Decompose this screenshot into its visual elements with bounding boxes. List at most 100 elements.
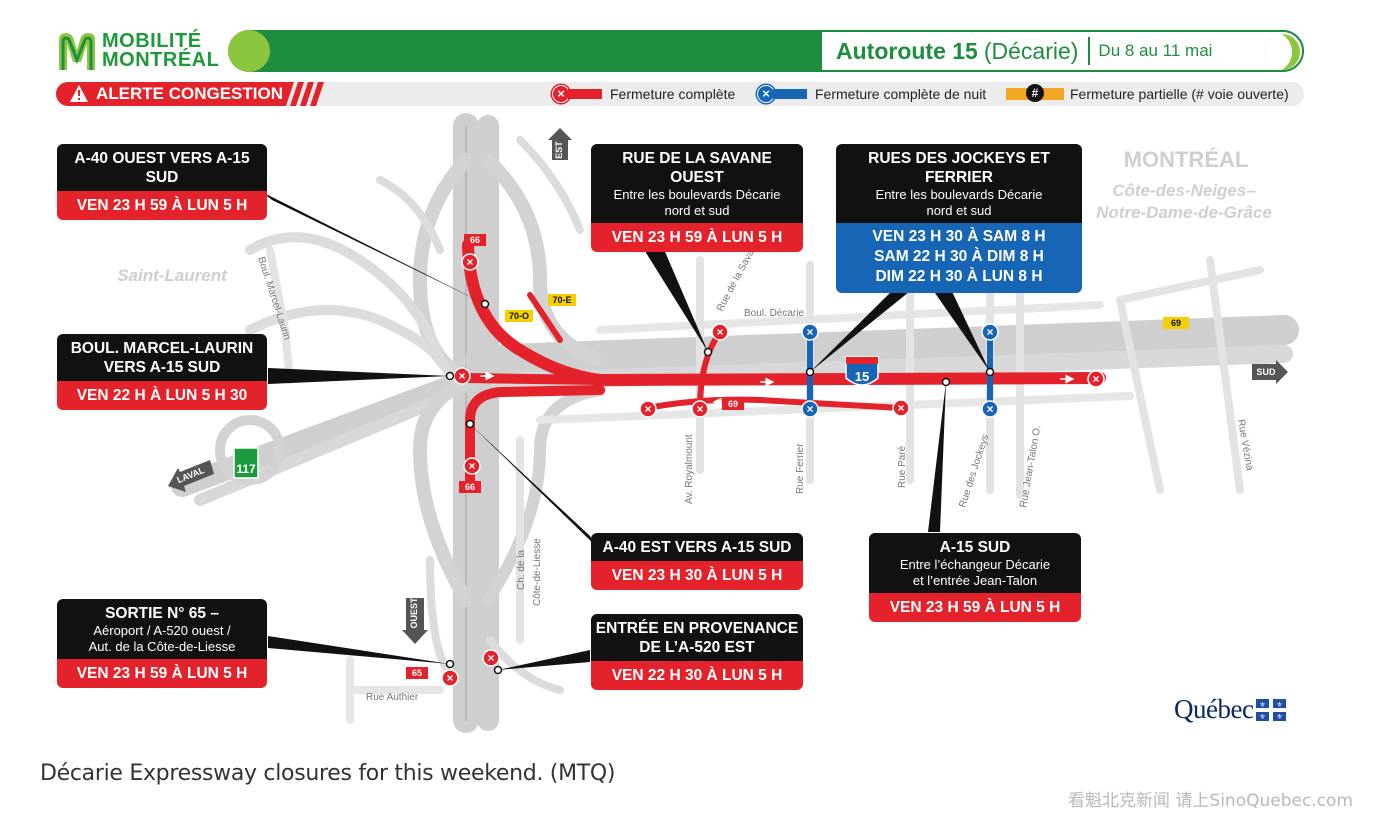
callout-sub-2: nord et sud: [664, 203, 730, 218]
legend-red-bar: [568, 89, 602, 99]
callout-time-1: VEN 23 H 30 À SAM 8 H: [872, 228, 1046, 245]
legend-full-closure: × Fermeture complète: [552, 84, 735, 104]
exit-69-center: 69: [728, 399, 738, 409]
street-ferrier: Rue Ferrier: [795, 443, 806, 494]
callout-a15-sud: A-15 SUD Entre l’échangeur Décarie et l’…: [869, 533, 1081, 622]
exit-65: 65: [412, 668, 422, 678]
callout-pointers: [262, 192, 995, 675]
callout-title: A-40 OUEST VERS A-15 SUD: [74, 150, 250, 186]
dir-ouest-label: OUEST: [409, 597, 419, 629]
route-117-shield: 117: [233, 447, 259, 479]
warning-icon: [70, 85, 88, 102]
svg-text:×: ×: [644, 402, 651, 416]
image-caption: Décarie Expressway closures for this wee…: [40, 761, 616, 786]
route-15-label: 15: [855, 369, 869, 384]
callout-sub-1: Entre l’échangeur Décarie: [899, 557, 1051, 572]
callout-title-2: VERS A-15 SUD: [103, 359, 221, 376]
close-icon: ×: [757, 85, 775, 103]
callout-sortie-65: SORTIE N° 65 – Aéroport / A-520 ouest / …: [57, 599, 267, 688]
callout-time: VEN 22 H À LUN 5 H 30: [57, 381, 267, 410]
close-icon: ×: [441, 669, 459, 687]
close-icon: ×: [461, 253, 479, 271]
callout-a40-ouest: A-40 OUEST VERS A-15 SUD VEN 23 H 59 À L…: [57, 144, 267, 220]
callout-title-1: ENTRÉE EN PROVENANCE: [595, 620, 799, 637]
callout-marcel-laurin: BOUL. MARCEL-LAURIN VERS A-15 SUD VEN 22…: [57, 334, 267, 410]
svg-text:×: ×: [487, 651, 494, 665]
svg-text:⚜: ⚜: [1277, 701, 1283, 709]
closure-map: × × × × × × × × × × × × × × 66: [117, 113, 1299, 733]
callout-savane: RUE DE LA SAVANE OUEST Entre les bouleva…: [591, 144, 803, 252]
alert-stripes: [284, 82, 324, 106]
close-icon: ×: [463, 457, 481, 475]
svg-text:⚜: ⚜: [1260, 701, 1266, 709]
fleurdelise-icon: ⚜ ⚜ ⚜ ⚜: [1256, 698, 1287, 721]
title-panel: [820, 30, 1304, 72]
alert-label: ALERTE CONGESTION: [96, 84, 284, 103]
closure-markers: × × × × × × × × × × × × × ×: [441, 253, 1105, 687]
legend-partial-closure: # Fermeture partielle (# voie ouverte): [1006, 84, 1289, 104]
banner-dot: [228, 30, 270, 72]
callout-sub-2: nord et sud: [926, 203, 992, 218]
borough-line-1: Côte-des-Neiges–: [1112, 181, 1256, 200]
title-separator: [1088, 37, 1091, 65]
route-117-label: 117: [236, 462, 256, 476]
close-icon: ×: [801, 400, 819, 418]
logo-line-2: MONTRÉAL: [102, 49, 220, 71]
close-icon: ×: [1087, 370, 1105, 388]
callout-title-2: DE L’A-520 EST: [639, 639, 755, 656]
callout-time: VEN 23 H 59 À LUN 5 H: [869, 593, 1081, 622]
route-subtitle: (Décarie): [983, 37, 1079, 64]
svg-text:×: ×: [806, 402, 813, 416]
dir-sud-label: SUD: [1256, 367, 1276, 377]
dir-est-label: EST: [554, 141, 564, 159]
callout-title: A-40 EST VERS A-15 SUD: [602, 539, 792, 556]
title-end-circle: [1264, 34, 1300, 70]
callout-title: RUE DE LA SAVANE OUEST: [622, 150, 772, 186]
callout-sub-2: et l’entrée Jean-Talon: [912, 573, 1038, 588]
lane-count-icon: #: [1026, 84, 1044, 102]
callout-time-3: DIM 22 H 30 À LUN 8 H: [875, 268, 1043, 285]
callout-time: VEN 23 H 59 À LUN 5 H: [591, 223, 803, 252]
callout-sub-1: Entre les boulevards Décarie: [613, 187, 781, 202]
callout-sub-1: Entre les boulevards Décarie: [875, 187, 1043, 202]
callout-time: VEN 22 H 30 À LUN 5 H: [591, 661, 803, 690]
street-decarie: Boul. Décarie: [744, 308, 804, 319]
quebec-wordmark: Québec: [1174, 694, 1254, 724]
svg-text:×: ×: [806, 325, 813, 339]
callout-jockeys: RUES DES JOCKEYS ET FERRIER Entre les bo…: [836, 144, 1082, 293]
legend-blue-bar: [773, 89, 807, 99]
close-icon: ×: [639, 400, 657, 418]
street-cote-liesse-1: Ch. de la: [516, 550, 527, 590]
close-icon: ×: [981, 400, 999, 418]
close-icon: ×: [453, 367, 471, 385]
svg-text:×: ×: [468, 459, 475, 473]
callout-time: VEN 23 H 30 À LUN 5 H: [591, 561, 803, 590]
callout-time: VEN 23 H 59 À LUN 5 H: [57, 191, 267, 220]
callout-time-2: SAM 22 H 30 À DIM 8 H: [874, 248, 1044, 265]
title-block: Autoroute 15 (Décarie) Du 8 au 11 mai: [836, 36, 1212, 66]
callout-sub-1: Aéroport / A-520 ouest /: [93, 623, 231, 638]
route-15-shield: 15: [845, 356, 879, 386]
saint-laurent-label: Saint-Laurent: [117, 266, 228, 285]
svg-text:×: ×: [716, 325, 723, 339]
close-icon: ×: [801, 323, 819, 341]
close-icon: ×: [711, 323, 729, 341]
alert-badge: [56, 82, 286, 106]
exit-badges: 66 70-O 70-E 69 69 66 65: [406, 234, 1189, 679]
close-icon: ×: [482, 649, 500, 667]
street-royalmount: Av. Royalmount: [684, 434, 695, 504]
close-icon: ×: [981, 323, 999, 341]
street-authier: Rue Authier: [366, 692, 419, 703]
svg-text:×: ×: [1092, 372, 1099, 386]
street-pare: Rue Paré: [897, 445, 908, 488]
svg-text:×: ×: [986, 402, 993, 416]
exit-70-o: 70-O: [509, 311, 529, 321]
svg-text:×: ×: [897, 401, 904, 415]
svg-text:×: ×: [446, 671, 453, 685]
callout-title: A-15 SUD: [939, 539, 1011, 556]
callout-a520: ENTRÉE EN PROVENANCE DE L’A-520 EST VEN …: [591, 614, 803, 690]
legend-orange-bar: #: [1006, 84, 1064, 102]
callout-a40-est: A-40 EST VERS A-15 SUD VEN 23 H 30 À LUN…: [591, 533, 803, 590]
callout-sub-2: Aut. de la Côte-de-Liesse: [88, 639, 236, 654]
svg-text:⚜: ⚜: [1277, 713, 1283, 721]
